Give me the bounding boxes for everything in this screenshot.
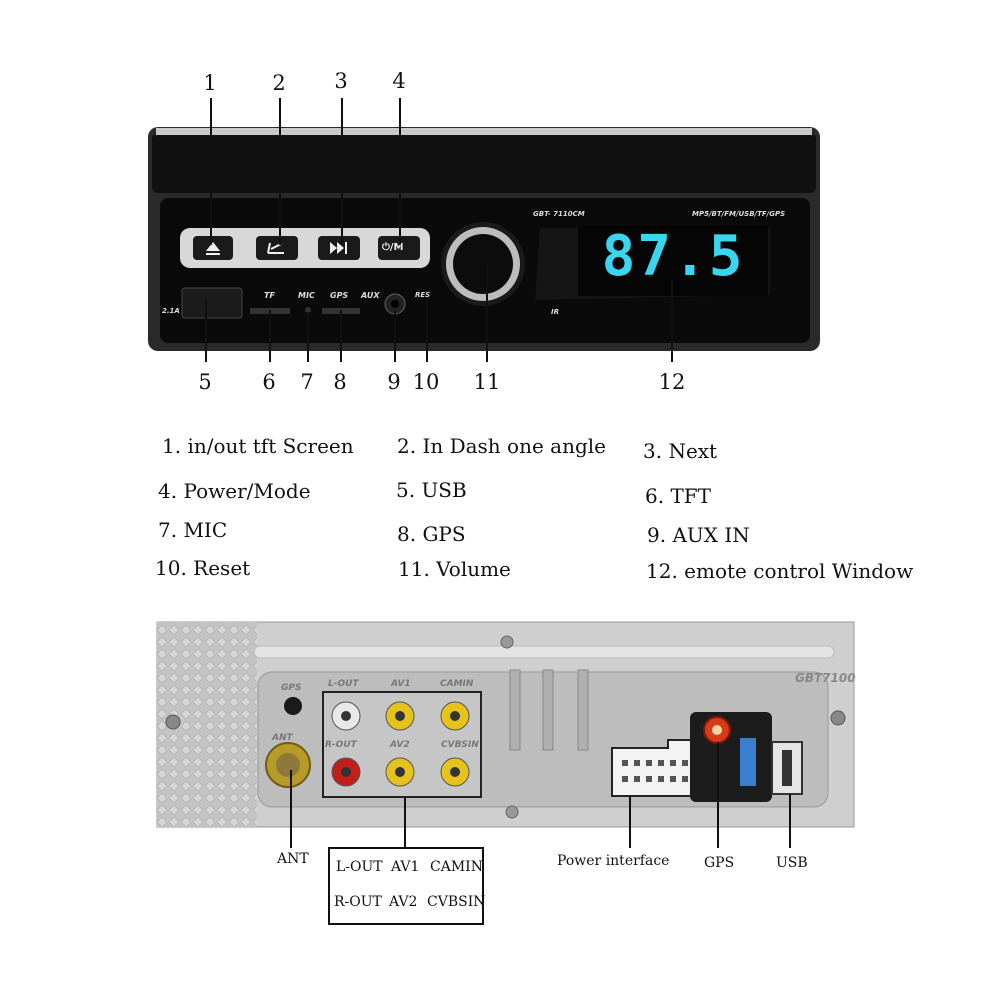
mic-label: MIC [298,291,315,300]
callout-line-6 [269,310,271,362]
callout-number-5: 5 [198,370,212,394]
box-label-camin: CAMIN [430,859,483,875]
chassis-stamp: GBT7100 [795,671,856,685]
rear-callout-gps [717,742,719,848]
next-icon [330,242,344,254]
box-label-lout: L-OUT [336,859,383,875]
model-label: GBT- 7110CM [533,210,585,218]
callout-number-8: 8 [333,370,347,394]
front-panel-svg [148,127,820,351]
legend-item-1: 1. in/out tft Screen [162,434,354,458]
embossed-av1: AV1 [391,679,411,689]
legend-item-6: 6. TFT [645,484,711,508]
callout-number-9: 9 [387,370,401,394]
power-mode-label: ⏻/M [382,242,404,253]
callout-number-12: 12 [658,370,686,394]
callout-number-2: 2 [272,71,286,95]
box-label-av2: AV2 [389,894,418,910]
mic-hole [305,307,311,313]
embossed-ant: ANT [272,733,293,743]
gps-connector-housing [690,712,772,802]
callout-number-3: 3 [334,69,348,93]
screw-right [830,710,846,726]
legend-item-9: 9. AUX IN [647,523,750,547]
lcd-display [578,226,768,296]
box-label-av1: AV1 [391,859,420,875]
callout-line-8 [340,310,342,362]
embossed-gps: GPS [281,683,302,693]
tf-label: TF [264,291,275,300]
top-edge [156,128,812,135]
label-ant: ANT [277,851,309,867]
aux-label: AUX [361,291,380,300]
embossed-camin: CAMIN [440,679,474,689]
callout-line-3 [341,98,343,245]
embossed-cvbsin: CVBSIN [441,740,479,750]
callout-line-10 [426,300,428,362]
callout-line-7 [307,312,309,362]
legend-item-7: 7. MIC [158,518,228,542]
rear-panel-svg [156,621,855,828]
legend-item-3: 3. Next [643,439,718,463]
callout-line-9 [394,310,396,362]
callout-line-2 [279,98,281,245]
legend-item-12: 12. emote control Window [646,559,914,583]
rear-callout-ant [290,770,292,848]
embossed-rout: R-OUT [325,740,357,750]
rear-callout-usb [789,794,791,848]
legend-item-11: 11. Volume [398,557,511,581]
formats-label: MP5/BT/FM/USB/TF/GPS [692,210,786,218]
callout-line-5 [205,300,207,362]
legend-item-8: 8. GPS [397,522,466,546]
callout-number-10: 10 [412,370,440,394]
callout-number-1: 1 [203,71,217,95]
angle-button[interactable] [256,236,298,260]
legend-item-10: 10. Reset [155,556,251,580]
eject-icon [206,242,220,251]
callout-line-12 [671,280,673,362]
screw-bottom [505,805,519,819]
volume-knob[interactable] [453,234,513,294]
res-label: RES [415,291,431,299]
button-bar [180,228,430,268]
legend-item-5: 5. USB [396,478,467,502]
label-power-interface: Power interface [557,853,670,869]
legend-item-4: 4. Power/Mode [158,479,311,503]
gps-port-label: GPS [330,291,349,300]
usb-rating-label: 2.1A [162,307,180,315]
callout-number-6: 6 [262,370,276,394]
rear-callout-av [404,797,406,847]
callout-number-11: 11 [473,370,501,394]
embossed-lout: L-OUT [328,679,359,689]
power-mode-button[interactable] [378,236,420,260]
label-usb: USB [776,855,808,871]
embossed-av2: AV2 [390,740,410,750]
av-legend-box [328,847,484,925]
display-readout: 87.5 [601,224,745,289]
callout-line-1 [210,98,212,245]
legend-item-2: 2. In Dash one angle [397,434,606,458]
gps-hole [284,697,302,715]
blue-connector [740,738,756,786]
callout-number-7: 7 [300,370,314,394]
ir-label: IR [551,308,559,316]
box-label-rout: R-OUT [334,894,382,910]
label-gps: GPS [704,855,735,871]
callout-number-4: 4 [392,69,406,93]
screw-left [165,714,181,730]
screw-top [500,635,514,649]
callout-line-11 [486,264,488,362]
rear-callout-power [629,796,631,848]
usb-port [181,287,243,319]
screen-housing [152,133,816,193]
callout-line-4 [399,98,401,245]
box-label-cvbsin: CVBSIN [427,894,486,910]
